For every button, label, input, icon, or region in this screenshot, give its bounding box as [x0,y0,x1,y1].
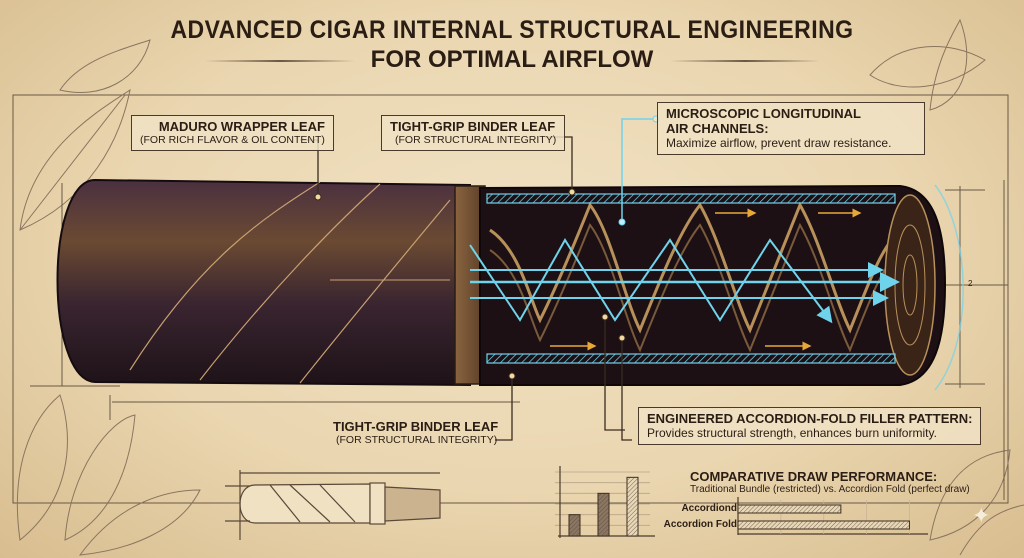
air-channel-dot [618,218,626,226]
hchart-bar-hatch-1 [738,521,910,529]
callout-subtitle: (FOR STRUCTURAL INTEGRITY) [395,134,557,146]
leader-dots [314,188,626,380]
dimension-marker: 2 [968,279,973,288]
callout-binder-leaf-bottom: TIGHT-GRIP BINDER LEAF (FOR STRUCTURAL I… [333,419,498,447]
callout-title-line1: MICROSCOPIC LONGITUDINAL [666,106,861,121]
title-rule-right [670,60,820,62]
cigar-cross-section [479,184,947,386]
hbar-label-0: Accordiond [681,503,737,514]
callout-title: TIGHT-GRIP BINDER LEAF [333,419,499,434]
cigar-wrapper [56,178,471,387]
leaf-sketch-bottom-left [16,394,201,556]
callout-subtitle: (FOR RICH FLAVOR & OIL CONTENT) [140,134,325,146]
callout-description: Provides structural strength, enhances b… [647,426,937,440]
air-channel-leader [621,118,656,222]
leaf-sketch-bottom-right [929,449,1024,556]
hchart-subtitle: Traditional Bundle (restricted) vs. Acco… [690,484,970,495]
cross-section-glow [934,184,964,391]
mini-cigar-sketch [225,470,441,540]
hchart-title: COMPARATIVE DRAW PERFORMANCE: [690,469,938,484]
air-channel-top [486,193,896,204]
title-rule-left [205,60,355,62]
callout-subtitle: (FOR STRUCTURAL INTEGRITY) [336,434,498,446]
callout-wrapper-leaf: MADURO WRAPPER LEAF (FOR RICH FLAVOR & O… [131,115,334,151]
callout-air-channels: MICROSCOPIC LONGITUDINAL AIR CHANNELS: M… [657,102,925,155]
leaf-sketch-top-right [869,18,986,111]
vchart-bar-hatch-2 [627,477,638,536]
border-frame [12,94,1009,504]
hchart-bar-hatch-0 [738,505,841,513]
vchart-bar-hatch-0 [569,514,580,536]
airflow-zigzag [469,238,833,324]
vchart-bar-hatch-1 [598,493,609,536]
page-subtitle: FOR OPTIMAL AIRFLOW [370,46,654,73]
callout-title: MADURO WRAPPER LEAF [158,119,325,134]
callout-title: ENGINEERED ACCORDION-FOLD FILLER PATTERN… [647,411,973,426]
callout-accordion-filler: ENGINEERED ACCORDION-FOLD FILLER PATTERN… [638,407,982,445]
hbar-label-1: Accordion Fold [663,519,737,530]
sparkle-icon: ✦ [972,503,991,528]
air-channel-bottom [486,353,896,364]
callout-binder-leaf-top: TIGHT-GRIP BINDER LEAF (FOR STRUCTURAL I… [381,115,566,151]
callout-title: TIGHT-GRIP BINDER LEAF [390,119,556,134]
callout-description: Maximize airflow, prevent draw resistanc… [666,136,892,150]
page-title: ADVANCED CIGAR INTERNAL STRUCTURAL ENGIN… [170,16,854,44]
callout-title-line2: AIR CHANNELS: [666,121,769,136]
